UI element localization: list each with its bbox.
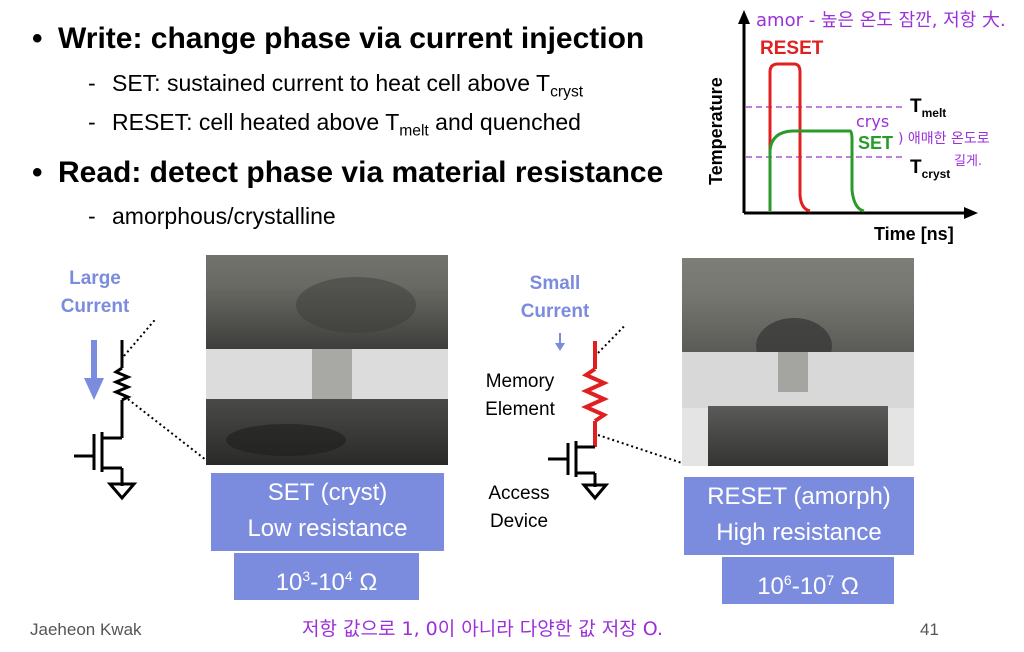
graph-x-arrow-icon xyxy=(964,207,978,219)
set-label: SET xyxy=(858,133,893,153)
tcryst-label: Tcryst xyxy=(910,157,950,181)
dash-icon: - xyxy=(88,203,96,229)
temperature-time-graph: RESET SET Tmelt Tcryst Time [ns] Tempera… xyxy=(706,10,978,244)
footer-author: Jaeheon Kwak xyxy=(30,620,142,639)
dash-icon: - xyxy=(88,70,96,96)
note-amor: amor - 높은 온도 잠깐, 저항 大. xyxy=(756,10,1006,31)
small-current-arrow-icon xyxy=(555,343,565,351)
right-ground-icon xyxy=(580,483,610,501)
sub-bullet-set: - SET: sustained current to heat cell ab… xyxy=(88,70,584,101)
tmelt-label: Tmelt xyxy=(910,96,946,120)
left-circuit xyxy=(74,320,207,501)
bullet-write: • Write: change phase via current inject… xyxy=(32,22,645,56)
large-current-arrow-icon xyxy=(84,378,104,400)
set-state-box: SET (cryst) Low resistance xyxy=(211,473,444,551)
reset-resistance-box: 106-107 Ω xyxy=(722,557,894,604)
bullet-read: • Read: detect phase via material resist… xyxy=(32,156,664,190)
dash-icon: - xyxy=(88,109,96,135)
note-crys-word: crys xyxy=(856,112,890,131)
bullet-read-title: Read: detect phase via material resistan… xyxy=(58,156,664,189)
left-resistor-icon xyxy=(112,366,132,402)
small-current-label: Small Current xyxy=(520,273,590,322)
page-number: 41 xyxy=(920,620,939,639)
graph-y-arrow-icon xyxy=(738,10,750,24)
bullet-dot-icon: • xyxy=(32,22,43,55)
note-bottom: 저항 값으로 1, 0이 아니라 다양한 값 저장 O. xyxy=(302,618,663,640)
set-pulse xyxy=(768,129,865,213)
bullet-write-title: Write: change phase via current injectio… xyxy=(58,22,645,55)
access-device-label: Access Device xyxy=(488,483,550,532)
time-axis-label: Time [ns] xyxy=(874,224,954,244)
set-resistance-box: 103-104 Ω xyxy=(234,553,419,600)
sub-bullet-reset: - RESET: cell heated above Tmelt and que… xyxy=(88,109,581,140)
sub-bullet-amorphous: - amorphous/crystalline xyxy=(88,203,336,229)
temperature-axis-label: Temperature xyxy=(706,77,726,185)
memory-element-label: Memory Element xyxy=(485,371,555,420)
right-circuit xyxy=(548,325,683,501)
large-current-label: Large Current xyxy=(60,268,130,317)
reset-label: RESET xyxy=(760,38,824,59)
reset-tem-image xyxy=(682,258,914,466)
reset-state-box: RESET (amorph) High resistance xyxy=(684,477,914,555)
reset-pulse xyxy=(768,62,811,213)
bullet-dot-icon: • xyxy=(32,156,43,189)
note-crys-line1: ) 애매한 온도로 xyxy=(898,131,990,147)
left-ground-icon xyxy=(106,482,138,501)
set-tem-image xyxy=(206,255,448,465)
note-crys-line2: 길게. xyxy=(954,154,983,169)
memory-resistor-icon xyxy=(581,367,609,423)
